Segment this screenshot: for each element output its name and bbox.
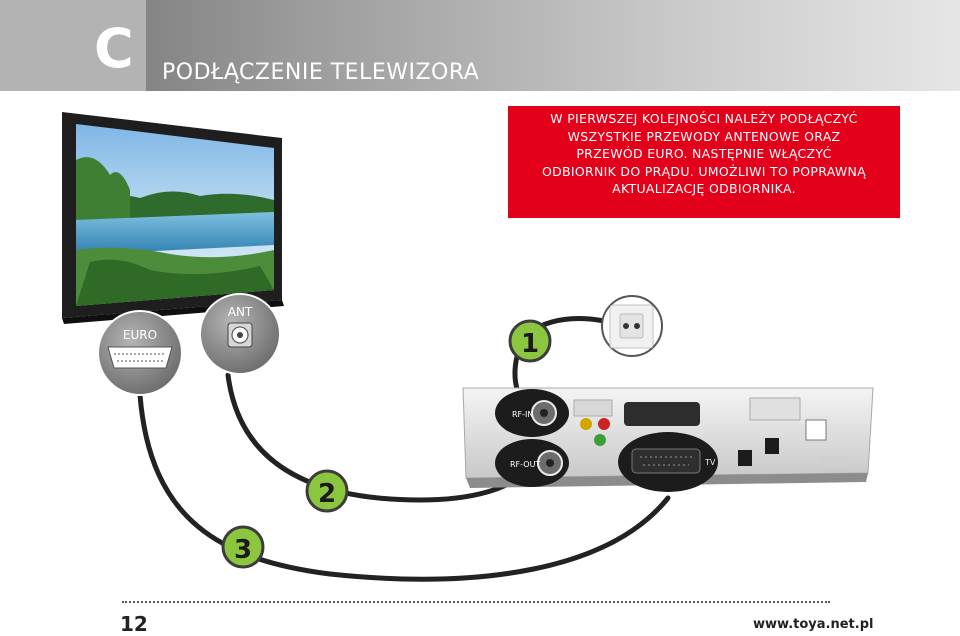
- instruction-box: W pierwszej kolejności należy podłączyć …: [508, 106, 900, 218]
- rf-out-label: RF-OUT: [510, 460, 540, 469]
- tv-label: TV: [704, 458, 716, 467]
- euro-label: EURO: [123, 328, 157, 342]
- page-number: 12: [120, 612, 148, 636]
- ant-label: ANT: [228, 305, 253, 319]
- instruction-line: W pierwszej kolejności należy podłączyć: [550, 111, 858, 126]
- footer-divider: [122, 601, 830, 603]
- section-letter-block: [0, 0, 146, 91]
- wall-antenna-socket: [601, 295, 663, 357]
- instruction-line: przewód EURO. Następnie włączyć: [576, 146, 832, 161]
- step-number: 2: [318, 479, 336, 509]
- website-link[interactable]: www.toya.net.pl: [753, 617, 874, 632]
- rf-in-port: RF-IN: [495, 389, 569, 437]
- euro-connector: EURO: [97, 310, 183, 396]
- cable-ant: [225, 372, 533, 503]
- tv-illustration: [62, 112, 284, 324]
- header-bar: C PODŁĄCZENIE TELEWIZORA: [0, 0, 960, 91]
- ant-connector: ANT: [199, 293, 281, 375]
- step-number: 1: [521, 329, 539, 359]
- connection-diagram: RF-IN RF-OUT TV EURO ANT 1 2: [62, 112, 874, 582]
- instruction-line: aktualizację odbiornika.: [612, 181, 796, 196]
- step-number: 3: [234, 535, 252, 565]
- rf-in-label: RF-IN: [512, 410, 533, 419]
- cable-euro: [137, 392, 671, 582]
- page-title: PODŁĄCZENIE TELEWIZORA: [162, 60, 480, 85]
- rf-out-port: RF-OUT: [495, 439, 569, 487]
- step-marker-1: 1: [508, 319, 552, 363]
- tv-scart-port: TV: [618, 432, 718, 492]
- step-marker-3: 3: [221, 525, 265, 569]
- instruction-line: odbiornik do prądu. Umożliwi to poprawną: [541, 163, 867, 179]
- step-marker-2: 2: [305, 469, 349, 513]
- section-letter: C: [94, 17, 134, 80]
- instruction-line: wszystkie przewody antenowe oraz: [567, 128, 841, 144]
